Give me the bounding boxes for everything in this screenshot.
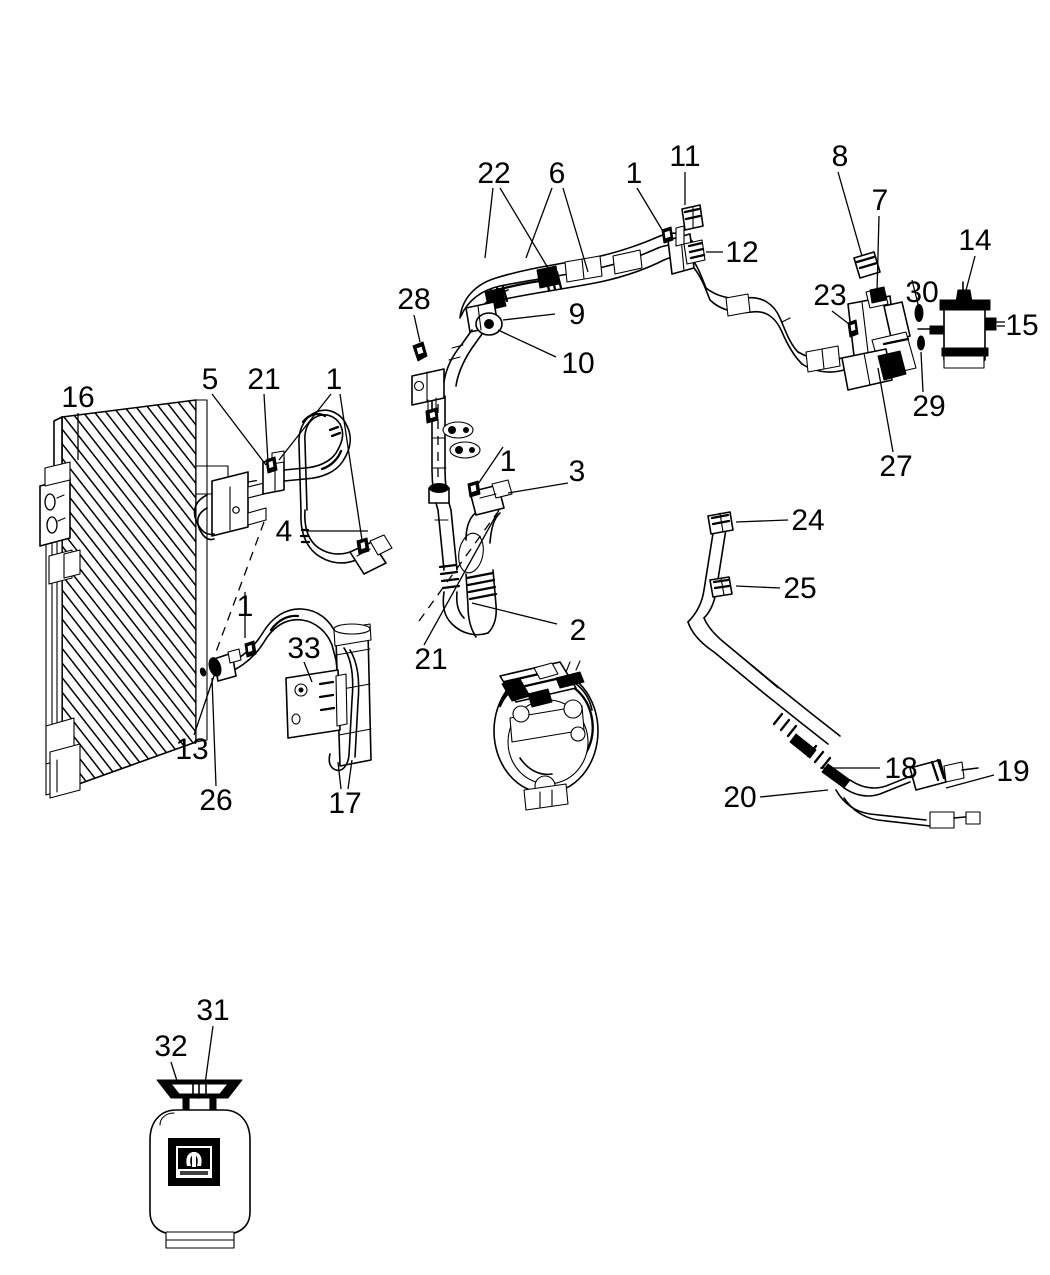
alignment-dash-1: [247, 478, 267, 483]
callout-25: 25: [783, 572, 816, 605]
callout-labels: 22 6 1 11 8 7 14 12 30 23 28 15 9 10 29 …: [61, 140, 1038, 1063]
hose-grommet-9-10: [443, 301, 503, 387]
clip-11: [681, 204, 704, 231]
callout-29: 29: [912, 390, 945, 423]
callout-26: 26: [199, 784, 232, 817]
valve-module-14: [917, 281, 997, 369]
callout-11: 11: [669, 140, 700, 173]
callout-24: 24: [791, 504, 824, 537]
callout-31: 31: [196, 994, 229, 1027]
callout-16: 16: [61, 381, 94, 414]
condenser-assembly: [39, 399, 229, 799]
expansion-valve-assembly: [841, 251, 917, 391]
seal-26: [208, 657, 222, 677]
callout-20: 20: [723, 781, 756, 814]
callout-17: 17: [328, 787, 361, 820]
refrigerant-can: [149, 1079, 251, 1249]
bolt-icon-d: [425, 407, 439, 424]
leader-lines: [77, 171, 1005, 1085]
clip-23: [847, 319, 859, 338]
callout-27: 27: [879, 450, 912, 483]
callout-9: 9: [569, 298, 586, 331]
mopar-omega-icon: [186, 1152, 202, 1167]
callout-2: 2: [570, 614, 587, 647]
callout-33: 33: [287, 632, 320, 665]
callout-1-c: 1: [500, 445, 517, 478]
bolt-icon-f: [661, 226, 674, 244]
condenser-outlet-block: [193, 471, 267, 541]
bolt-icon-e: [467, 480, 481, 498]
callout-19: 19: [996, 755, 1029, 788]
line-fitting-25: [709, 576, 733, 598]
compressor-assembly: [493, 660, 599, 811]
o-ring-29: [917, 335, 925, 351]
callout-21-b: 21: [414, 643, 447, 676]
o-ring-13: [199, 667, 207, 677]
callout-1-d: 1: [237, 590, 254, 623]
bolt-icon-a: [265, 456, 278, 474]
bolt-icon-b: [356, 537, 370, 555]
right-hose-run: [705, 287, 845, 373]
callout-13: 13: [175, 733, 208, 766]
callout-21: 21: [247, 363, 280, 396]
callout-32: 32: [154, 1030, 187, 1063]
callout-22: 22: [477, 157, 510, 190]
callout-30: 30: [905, 276, 938, 309]
o-ring-30: [914, 304, 924, 322]
callout-10: 10: [561, 347, 594, 380]
callout-1-b: 1: [326, 363, 343, 396]
callout-8: 8: [832, 140, 849, 173]
callout-23: 23: [813, 279, 846, 312]
callout-4: 4: [276, 515, 293, 548]
bolt-icon-c: [244, 640, 257, 658]
callout-7: 7: [872, 184, 889, 217]
receiver-drier-assembly: [285, 623, 372, 772]
callout-15: 15: [1005, 309, 1038, 342]
callout-18: 18: [884, 752, 917, 785]
seal-8: [853, 251, 881, 279]
suction-line-2: [458, 479, 513, 638]
callout-5: 5: [202, 363, 219, 396]
washer-pair: [442, 421, 481, 459]
center-vertical-tube: [411, 341, 489, 636]
callout-1-a: 1: [626, 157, 643, 190]
callout-6: 6: [549, 157, 566, 190]
callout-28: 28: [397, 283, 430, 316]
callout-12: 12: [725, 236, 758, 269]
line-fitting-24: [707, 511, 734, 535]
rear-ac-line-assembly: [687, 511, 981, 829]
front-hose-pair: [459, 204, 711, 331]
callout-14: 14: [958, 224, 991, 257]
callout-3: 3: [569, 455, 586, 488]
